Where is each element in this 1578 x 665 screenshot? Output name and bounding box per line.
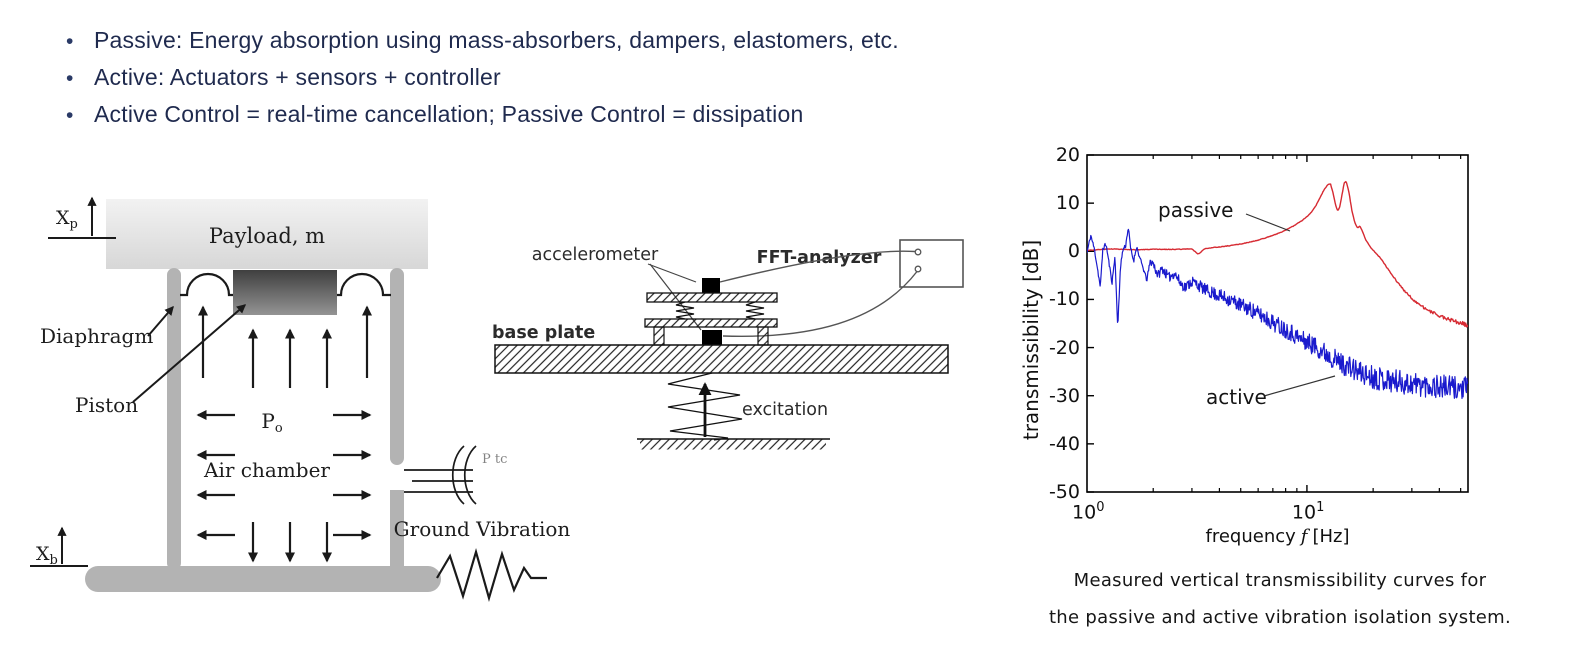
ground-hatching <box>640 439 826 450</box>
y-tick-label: -20 <box>1048 336 1080 359</box>
x-tick-base: 10 <box>1072 501 1097 524</box>
base-plate-label: base plate <box>492 323 595 343</box>
fft-terminal <box>914 248 922 256</box>
active-label: active <box>1206 385 1267 409</box>
diaphragm-pointer-arrow <box>147 305 174 337</box>
bullet-item: • Passive: Energy absorption using mass-… <box>66 27 1166 64</box>
piston-block <box>233 270 337 315</box>
sensor-wire <box>719 250 916 283</box>
right-wall-lower <box>390 490 404 570</box>
diaphragm-left <box>180 272 234 297</box>
y-tick-label: -40 <box>1048 432 1080 455</box>
accelerometer-label: accelerometer <box>532 245 659 265</box>
x-label-pre: frequency <box>1205 526 1296 547</box>
passive-curve <box>1087 180 1468 328</box>
bullet-icon: • <box>66 30 74 53</box>
sensor-wire <box>722 271 918 338</box>
x-label-post: [Hz] <box>1312 526 1350 547</box>
support-post <box>653 326 665 346</box>
pipe-partial-label: P tc <box>482 452 507 467</box>
diaphragm-right <box>336 272 391 297</box>
passive-label: passive <box>1158 198 1234 222</box>
piston-pointer-arrow <box>132 304 247 403</box>
ground-vibration-label: Ground Vibration <box>394 517 571 541</box>
y-tick-label: -10 <box>1048 288 1080 311</box>
excitation-label: excitation <box>742 400 828 420</box>
active-curve <box>1087 228 1468 400</box>
ground-spring <box>436 548 547 602</box>
fft-analyzer-box <box>899 239 964 288</box>
pneumatic-isolator-diagram: Payload, m Xp Po Air chamber <box>30 196 571 602</box>
xb-axis-marker: Xb <box>30 526 88 568</box>
bullet-text-active: Active: Actuators + sensors + controller <box>94 64 501 90</box>
bullet-item: • Active: Actuators + sensors + controll… <box>66 64 1166 101</box>
pipe-break-arc <box>452 445 465 505</box>
plot-frame <box>1086 154 1469 493</box>
pressure-arrows <box>196 305 373 563</box>
y-tick-label: 10 <box>1055 192 1080 215</box>
fft-analyzer-label: FFT-analyzer <box>757 248 882 268</box>
y-tick-label: 20 <box>1055 144 1080 166</box>
x-tick-base: 10 <box>1291 501 1317 524</box>
bullet-icon: • <box>66 104 74 127</box>
right-wall-upper <box>390 268 404 465</box>
x-tick-label: 101 <box>1292 500 1324 523</box>
bullet-text-passive: Passive: Energy absorption using mass-ab… <box>94 27 899 53</box>
x-tick-exponent: 0 <box>1096 500 1105 515</box>
xb-label: Xb <box>36 543 58 568</box>
fft-terminal <box>914 265 922 273</box>
upper-accelerometer <box>702 278 720 293</box>
accelerometer-pointer-line <box>647 263 697 283</box>
diaphragm-label: Diaphragm <box>40 324 153 348</box>
payload-label: Payload, m <box>209 224 325 248</box>
y-tick-label: -50 <box>1048 481 1080 503</box>
y-tick-label: -30 <box>1048 384 1080 407</box>
experiment-setup-diagram: accelerometer FFT-analyzer base plate ex… <box>492 239 964 450</box>
y-tick-label: 0 <box>1067 240 1080 263</box>
xp-label: Xp <box>56 207 78 232</box>
bullet-item: • Active Control = real-time cancellatio… <box>66 101 1166 138</box>
bullet-icon: • <box>66 67 74 90</box>
payload-block <box>106 199 428 269</box>
chart-plot-svg <box>1086 154 1469 493</box>
passive-pointer-line <box>1245 213 1291 232</box>
support-post <box>757 326 769 346</box>
base-plate-bar <box>494 344 949 374</box>
coil-spring <box>675 301 695 320</box>
pipe-break-arc <box>464 445 477 505</box>
coil-spring <box>745 301 765 320</box>
bullet-list: • Passive: Energy absorption using mass-… <box>66 27 1166 138</box>
chart-caption-line2: the passive and active vibration isolati… <box>1048 607 1512 628</box>
lower-accelerometer <box>702 330 722 345</box>
x-label-variable: f <box>1300 526 1308 547</box>
lower-plate <box>644 318 778 328</box>
piston-label: Piston <box>75 393 138 417</box>
x-tick-label: 100 <box>1072 500 1104 523</box>
outlet-pipe <box>404 445 477 505</box>
air-chamber-label: Air chamber <box>203 458 330 482</box>
bullet-text-control: Active Control = real-time cancellation;… <box>94 101 804 127</box>
left-wall <box>167 268 181 570</box>
xp-axis-marker: Xp <box>48 196 116 239</box>
x-tick-exponent: 1 <box>1316 500 1325 515</box>
base-bar <box>85 566 441 592</box>
top-plate <box>646 292 778 303</box>
pressure-label: Po <box>261 409 282 436</box>
chart-caption-line1: Measured vertical transmissibility curve… <box>1073 570 1487 591</box>
active-pointer-line <box>1263 375 1336 397</box>
